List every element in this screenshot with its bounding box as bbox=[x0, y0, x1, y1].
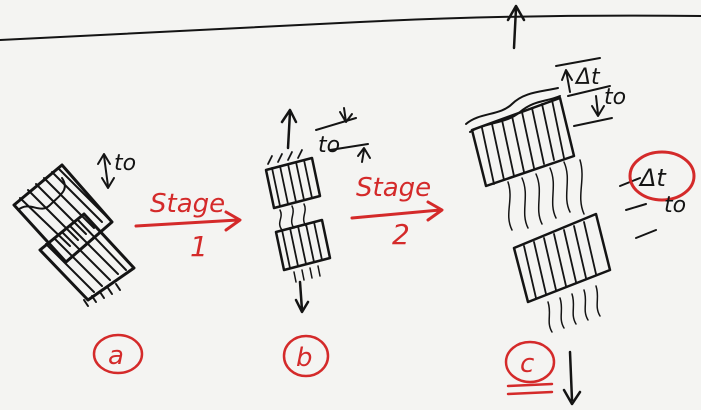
structure-b bbox=[264, 107, 371, 314]
stage2-label: Stage bbox=[356, 173, 431, 203]
stage1-label: Stage bbox=[150, 189, 225, 219]
stage2-arrow bbox=[350, 200, 444, 222]
panel-label-b: b bbox=[282, 334, 330, 378]
lamella-a-bottom bbox=[38, 212, 136, 307]
label-t0-a: to bbox=[114, 151, 136, 176]
lamella-c-top bbox=[465, 87, 576, 188]
tension-arrow-c-up bbox=[506, 4, 526, 50]
panel-c-text: c bbox=[520, 349, 534, 379]
structure-c bbox=[465, 4, 657, 406]
stage1-number: 1 bbox=[190, 230, 208, 263]
lamella-c-bottom bbox=[512, 212, 612, 333]
stage2-number: 2 bbox=[392, 218, 410, 251]
delta-t-dimension-top bbox=[555, 57, 613, 127]
stage1-arrow bbox=[134, 210, 242, 232]
label-delta-t-circled: Δt bbox=[638, 164, 667, 192]
lamella-b-bottom bbox=[274, 218, 332, 283]
panel-a-text: a bbox=[108, 341, 124, 371]
panel-label-a: a bbox=[92, 333, 144, 375]
panel-label-c: c bbox=[504, 340, 556, 396]
lamella-b-top bbox=[264, 149, 322, 210]
structure-a bbox=[12, 153, 136, 307]
label-t0-c-top: to bbox=[604, 85, 626, 110]
tension-arrow-b-up bbox=[280, 108, 298, 150]
delta-t-circle bbox=[628, 150, 696, 202]
tension-arrow-b-down bbox=[294, 280, 310, 314]
tension-arrow-c-down bbox=[562, 350, 582, 406]
panel-b-text: b bbox=[296, 343, 313, 373]
tie-chains-c bbox=[507, 159, 585, 231]
t0-dimension-b bbox=[315, 107, 371, 163]
label-delta-t-top: Δt bbox=[574, 65, 601, 90]
label-t0-b: to bbox=[318, 133, 340, 158]
t0-dimension-a bbox=[97, 153, 115, 189]
label-t0-c-side: to bbox=[664, 193, 686, 218]
top-ink-line bbox=[0, 14, 701, 41]
